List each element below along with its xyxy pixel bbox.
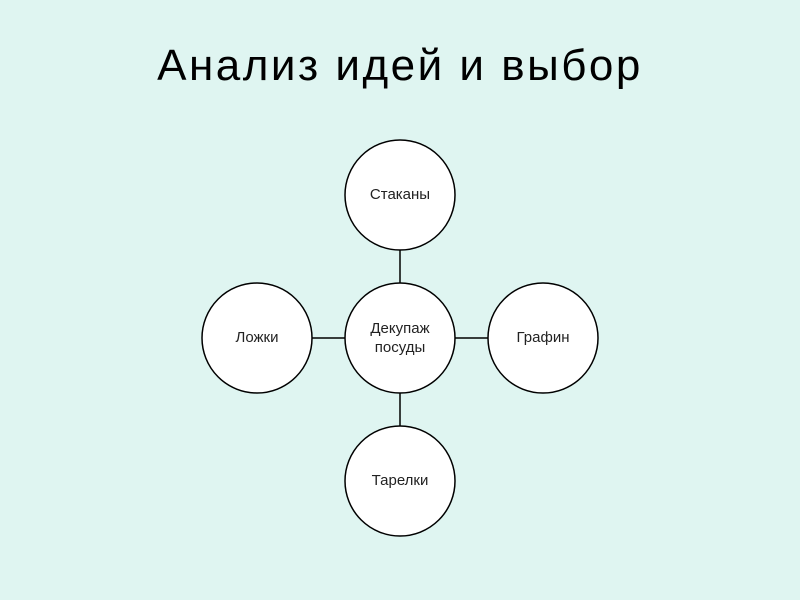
node-bottom-label: Тарелки <box>372 472 429 489</box>
node-bottom: Тарелки <box>344 425 456 537</box>
node-left: Ложки <box>201 282 313 394</box>
node-right-label: Графин <box>517 329 570 346</box>
node-top: Стаканы <box>344 139 456 251</box>
node-left-label: Ложки <box>236 329 279 346</box>
node-top-label: Стаканы <box>370 186 430 203</box>
node-right: Графин <box>487 282 599 394</box>
node-center-label-line1: Декупаж <box>370 320 429 337</box>
slide-title: Анализ идей и выбор <box>157 41 643 90</box>
node-center-label-line2: посуды <box>375 339 426 356</box>
node-center: Декупаж посуды <box>344 282 456 394</box>
